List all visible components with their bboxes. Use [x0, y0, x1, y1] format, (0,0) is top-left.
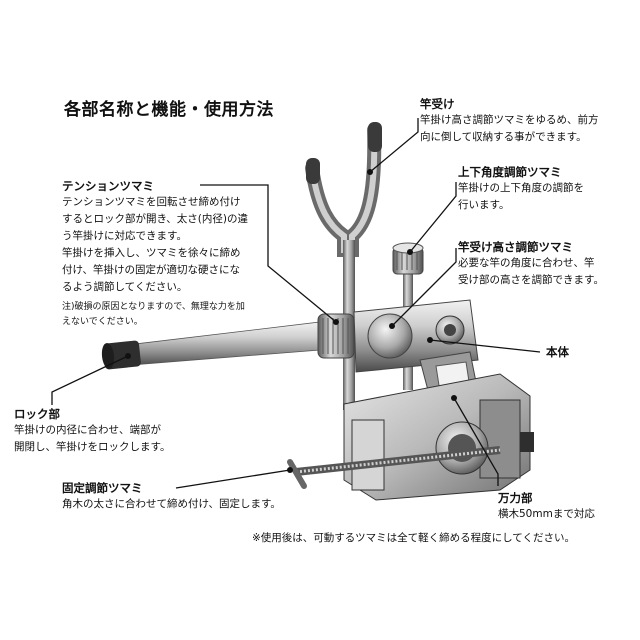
tension-knob-desc-2: するとロック部が開き、太さ(内径)の違 [62, 213, 248, 225]
tension-knob-heading: テンションツマミ [62, 179, 154, 193]
main-rod [101, 321, 321, 370]
clamp-vise [343, 373, 534, 501]
lock-callout: ロック部 竿掛けの内径に合わせ、端部が 開閉し、竿掛けをロックします。 [14, 406, 170, 456]
footer-note: ※使用後は、可動するツマミは全て軽く締める程度にしてください。 [252, 532, 575, 544]
leader-lines [51, 118, 541, 489]
tension-knob-desc-6: るよう調節してください。 [62, 281, 188, 293]
rod-holder-desc-1: 竿掛け高さ調節ツマミをゆるめ、前方 [420, 114, 599, 126]
body-callout: 本体 [546, 344, 569, 360]
angle-knob [392, 242, 424, 275]
angle-knob-desc-2: 行います。 [458, 199, 510, 211]
lock-desc-1: 竿掛けの内径に合わせ、端部が [14, 424, 161, 436]
clamp-desc-1: 横木50mmまで対応 [498, 508, 595, 520]
page-title: 各部名称と機能・使用方法 [64, 100, 274, 120]
leader-dots [125, 169, 457, 473]
clamp-heading: 万力部 [498, 491, 533, 505]
angle-knob-callout: 上下角度調節ツマミ 竿掛けの上下角度の調節を 行います。 [458, 164, 584, 214]
height-knob-heading: 竿受け高さ調節ツマミ [458, 240, 573, 254]
height-adjust-knob [367, 313, 413, 359]
fix-knob-heading: 固定調節ツマミ [62, 481, 143, 495]
angle-knob-desc-1: 竿掛けの上下角度の調節を [458, 182, 584, 194]
tension-knob-desc-3: う竿掛けに対応できます。 [62, 230, 187, 242]
rod-holder-desc-2: 向に倒して収納する事ができます。 [420, 131, 587, 143]
lock-heading: ロック部 [14, 407, 60, 421]
tension-knob-note-2: えないでください。 [62, 317, 143, 327]
tension-knob-desc-4: 竿掛けを挿入し、ツマミを徐々に締め [62, 247, 241, 259]
height-knob-callout: 竿受け高さ調節ツマミ 必要な竿の角度に合わせ、竿 受け部の高さを調節できます。 [458, 239, 604, 289]
clamp-callout: 万力部 横木50mmまで対応 [498, 490, 595, 523]
fix-screw [287, 446, 501, 489]
lock-desc-2: 開閉し、竿掛けをロックします。 [14, 441, 171, 453]
tension-knob-desc-5: 付け、竿掛けの固定が適切な硬さにな [62, 264, 240, 276]
body-heading: 本体 [546, 345, 569, 359]
tension-knob-collar [317, 313, 355, 359]
rod-holder-fork [305, 122, 382, 257]
height-knob-desc-2: 受け部の高さを調節できます。 [458, 274, 604, 286]
tension-knob-callout: テンションツマミ テンションツマミを回転させ締め付け するとロック部が開き、太さ… [62, 178, 248, 330]
fix-knob-callout: 固定調節ツマミ 角木の太さに合わせて締め付け、固定します。 [62, 480, 281, 513]
angle-knob-heading: 上下角度調節ツマミ [458, 165, 562, 179]
rod-holder-heading: 竿受け [420, 97, 455, 111]
tension-knob-note-1: 注)破損の原因となりますので、無理な力を加 [62, 302, 245, 312]
rod-holder-callout: 竿受け 竿掛け高さ調節ツマミをゆるめ、前方 向に倒して収納する事ができます。 [420, 96, 599, 146]
height-knob-desc-1: 必要な竿の角度に合わせ、竿 [458, 257, 595, 269]
tension-knob-desc-1: テンションツマミを回転させ締め付け [62, 196, 241, 208]
fix-knob-desc-1: 角木の太さに合わせて締め付け、固定します。 [62, 498, 281, 510]
